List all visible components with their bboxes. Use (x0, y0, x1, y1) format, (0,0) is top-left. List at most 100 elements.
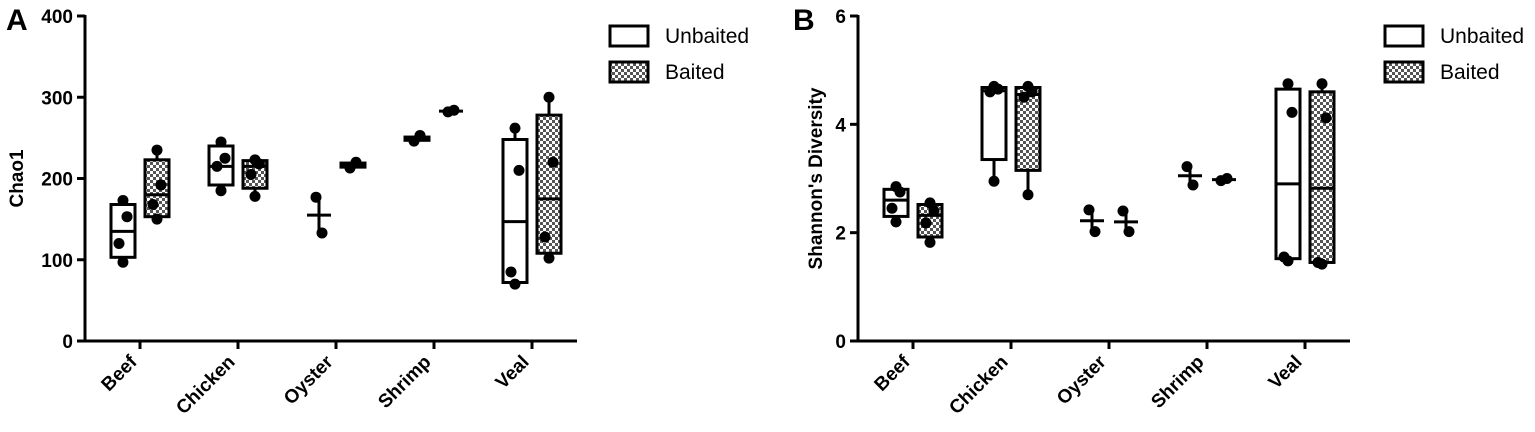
data-point (984, 86, 996, 98)
data-point (117, 256, 129, 268)
y-tick-label: 0 (835, 332, 846, 353)
data-point (448, 104, 460, 116)
data-point (219, 152, 231, 164)
data-point (1282, 255, 1294, 267)
x-tick-label: Chicken (945, 352, 1012, 419)
data-point (920, 217, 932, 229)
panel-letter: B (793, 4, 815, 37)
data-point (1089, 226, 1101, 238)
legend-label-unbaited: Unbaited (665, 25, 749, 48)
data-point (414, 129, 426, 141)
data-point (509, 278, 521, 290)
y-tick-label: 100 (41, 251, 73, 272)
data-point (1221, 173, 1233, 184)
data-point (547, 156, 559, 168)
data-point (316, 227, 328, 239)
box (501, 138, 529, 284)
data-point (310, 191, 322, 203)
data-point (543, 252, 555, 264)
box-group-baited-oyster (1114, 205, 1138, 238)
box-group-unbaited-veal (1274, 78, 1302, 267)
data-point (1316, 258, 1328, 270)
data-point (505, 266, 517, 278)
box-group-baited-chicken (241, 154, 269, 202)
data-point (924, 236, 936, 248)
y-tick-label: 400 (41, 7, 73, 28)
data-point (113, 238, 125, 249)
data-point (151, 213, 163, 225)
data-point (1286, 106, 1298, 118)
box-group-baited-shrimp (439, 104, 463, 118)
y-axis-title: Chao1 (7, 149, 28, 208)
box-group-baited-beef (143, 144, 171, 225)
box-group-unbaited-beef (882, 181, 910, 228)
data-point (539, 231, 551, 243)
data-point (215, 136, 227, 148)
data-point (1022, 189, 1034, 201)
x-tick-label: Shrimp (1147, 352, 1208, 413)
box-group-baited-chicken (1014, 80, 1042, 201)
box-group-unbaited-beef (109, 194, 137, 268)
x-tick-label: Veal (1265, 352, 1307, 394)
box-group-baited-oyster (339, 156, 367, 174)
legend-label-unbaited: Unbaited (1440, 25, 1524, 48)
legend-swatch-baited (1383, 60, 1425, 84)
legend-label-baited: Baited (1440, 61, 1500, 84)
data-point (1123, 226, 1135, 238)
data-point (1282, 78, 1294, 90)
x-tick-label: Oyster (1053, 351, 1111, 409)
data-point (211, 160, 223, 172)
x-tick-label: Veal (492, 352, 534, 394)
data-point (1083, 204, 1095, 216)
data-point (894, 186, 906, 198)
data-point (151, 144, 163, 156)
data-point (155, 179, 167, 191)
box (1014, 86, 1042, 172)
data-point (924, 197, 936, 209)
box-group-baited-veal (1308, 78, 1336, 270)
legend-swatch-unbaited (1383, 24, 1425, 48)
data-point (147, 199, 159, 210)
box-group-baited-veal (535, 91, 563, 264)
data-point (886, 202, 898, 214)
box-group-unbaited-shrimp (403, 129, 431, 147)
box-group-baited-shrimp (1212, 173, 1236, 187)
y-tick-label: 4 (835, 115, 846, 136)
legend-swatch-baited (608, 60, 650, 84)
data-point (509, 122, 521, 134)
box-group-baited-beef (916, 197, 944, 248)
data-point (988, 175, 1000, 187)
x-tick-label: Beef (871, 351, 915, 395)
y-tick-label: 200 (41, 170, 73, 191)
data-point (543, 91, 555, 103)
data-point (350, 156, 362, 168)
y-tick-label: 300 (41, 88, 73, 109)
y-tick-label: 2 (835, 224, 846, 245)
data-point (1316, 78, 1328, 90)
box-group-unbaited-oyster (1080, 204, 1104, 238)
data-point (1026, 86, 1038, 98)
x-tick-label: Chicken (172, 352, 239, 419)
data-point (121, 211, 133, 223)
y-tick-label: 6 (835, 7, 846, 28)
data-point (1018, 91, 1030, 103)
x-tick-label: Beef (98, 351, 142, 395)
data-point (245, 168, 257, 180)
panel-letter: A (6, 4, 28, 37)
data-point (249, 190, 261, 202)
data-point (1117, 205, 1129, 217)
x-tick-label: Oyster (280, 351, 338, 409)
box-group-unbaited-oyster (307, 191, 331, 239)
legend-label-baited: Baited (665, 61, 725, 84)
data-point (890, 216, 902, 228)
data-point (215, 185, 227, 197)
data-point (513, 164, 525, 176)
box-group-unbaited-veal (501, 122, 529, 290)
data-point (1187, 179, 1199, 191)
y-axis-title: Shannon's Diversity (806, 87, 827, 269)
box-group-unbaited-chicken (207, 136, 235, 197)
